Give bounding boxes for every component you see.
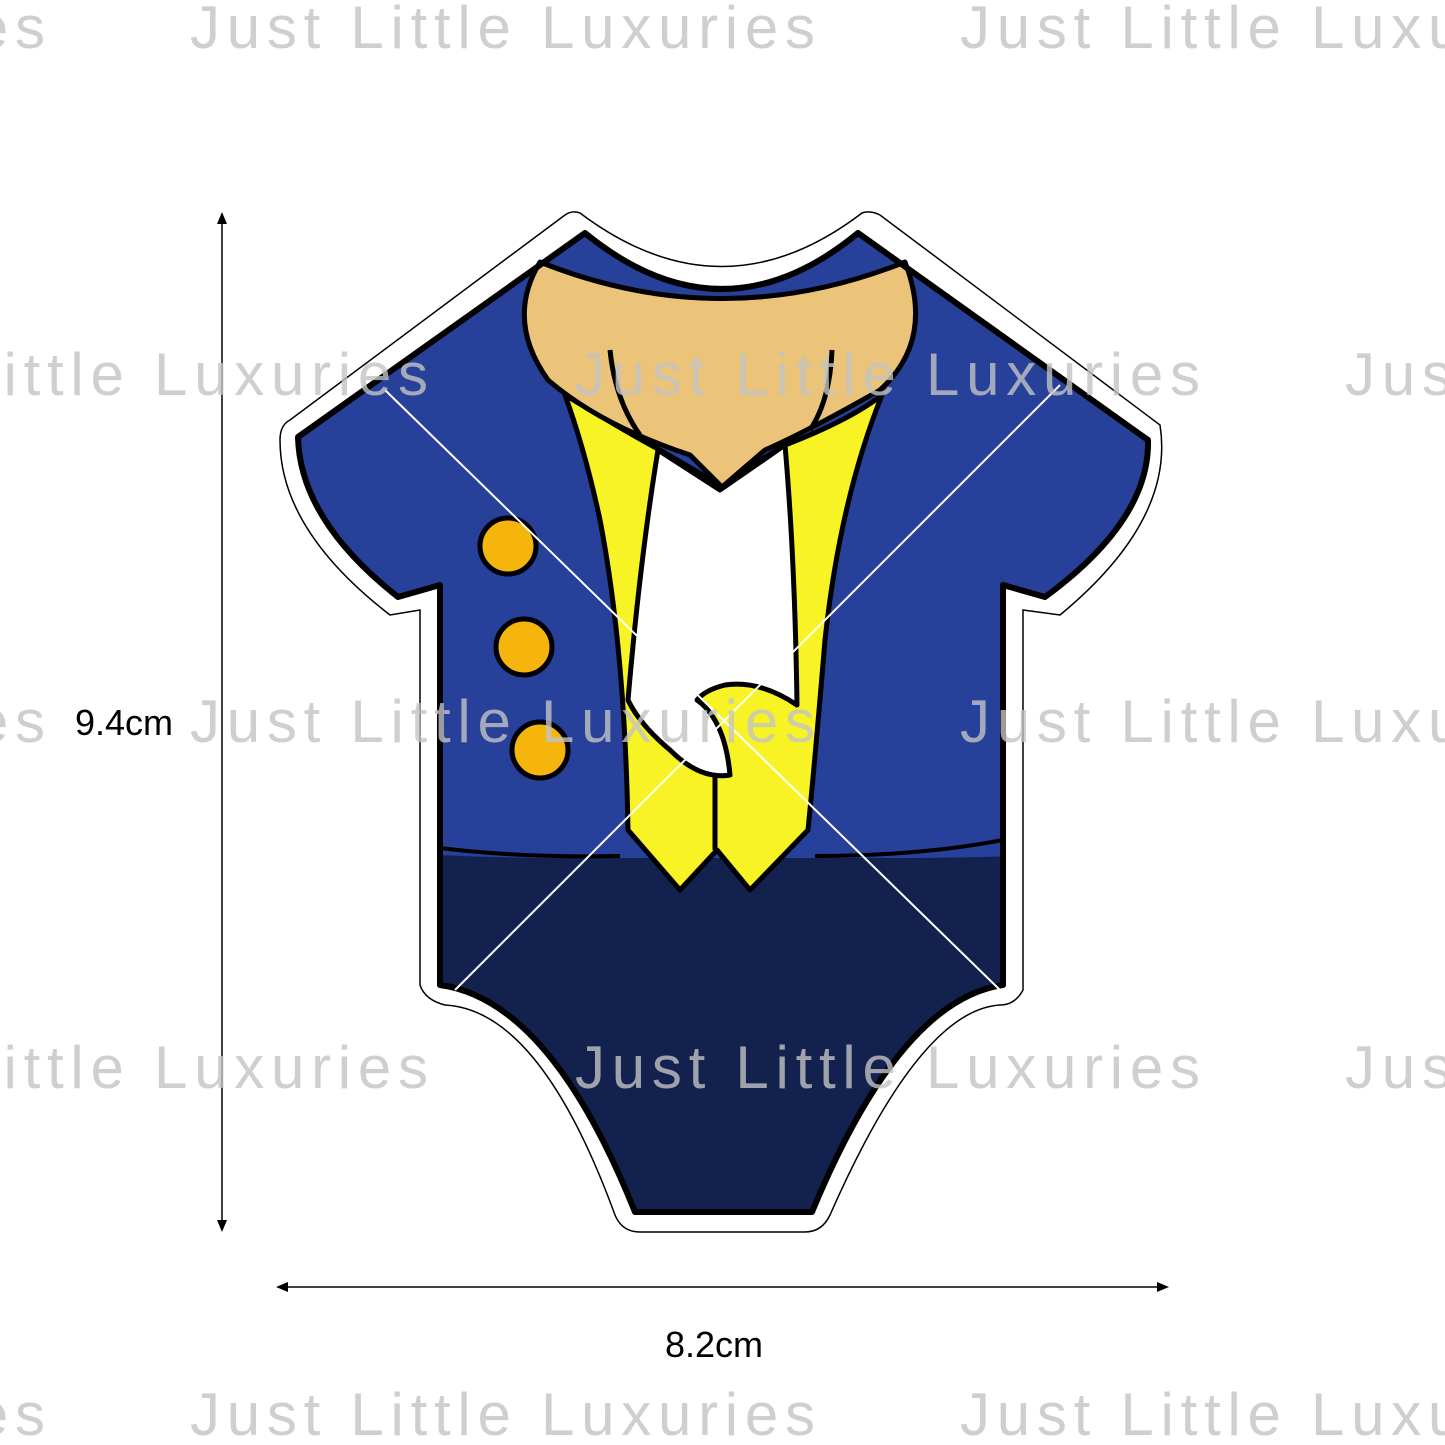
watermark: Just Little Luxuries: [0, 1034, 428, 1101]
watermark-cross-lines: [384, 384, 1061, 991]
watermark: Just Little Luxuries: [1345, 1034, 1445, 1101]
watermark: Just Little Luxuries: [0, 688, 45, 755]
watermark: Just Little Luxuries: [190, 1381, 815, 1445]
watermark: Just Little Luxuries: [0, 0, 45, 61]
watermark: Just Little Luxuries: [0, 341, 428, 408]
onesie-outline: [295, 230, 1152, 1215]
watermark: Just Little Luxuries: [960, 1381, 1445, 1445]
height-dimension-arrow: [217, 212, 227, 1232]
watermark: Just Little Luxuries: [960, 0, 1445, 61]
watermark: Just Little Luxuries: [190, 0, 815, 61]
jacket-hem: [439, 838, 1004, 859]
height-label: 9.4cm: [75, 702, 173, 743]
width-dimension-arrow: [276, 1282, 1169, 1292]
watermark: Just Little Luxuries: [575, 341, 1200, 408]
button-1: [477, 515, 539, 577]
tie: [625, 442, 800, 779]
button-3: [509, 719, 571, 781]
button-2: [493, 616, 555, 678]
watermark: Just Little Luxuries: [0, 1381, 45, 1445]
collar-lines: [607, 349, 835, 437]
watermark: Just Little Luxuries: [190, 688, 815, 755]
watermark: Just Little Luxuries: [1345, 341, 1445, 408]
watermark: Just Little Luxuries: [575, 1034, 1200, 1101]
width-label: 8.2cm: [665, 1324, 763, 1365]
watermark: Just Little Luxuries: [960, 688, 1445, 755]
neck-skin: [521, 259, 919, 490]
